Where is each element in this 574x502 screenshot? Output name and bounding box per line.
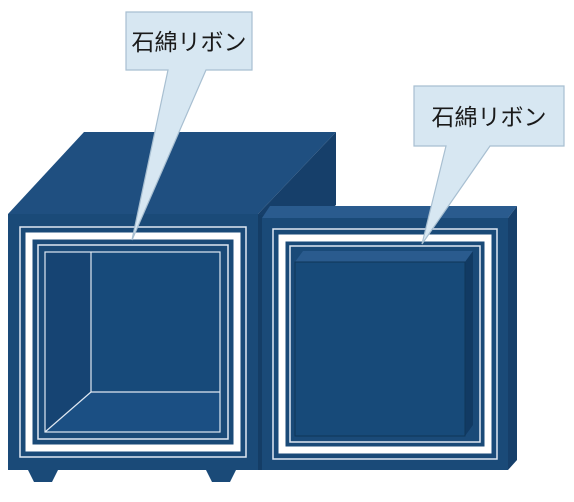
right-safe-door-top (295, 251, 473, 262)
left-safe-front-outline (19, 226, 247, 458)
right-safe-door-outline (294, 261, 466, 437)
right-safe-door-side (465, 251, 473, 436)
left-safe-interior-back (91, 252, 220, 392)
left-safe (8, 132, 336, 482)
left-callout-bubble (125, 11, 253, 241)
left-safe-foot-left (28, 470, 58, 482)
right-safe-side-face (508, 206, 517, 470)
left-safe-foot-right (206, 470, 236, 482)
right-safe-door-front (295, 262, 465, 436)
left-safe-interior-left-wall (45, 252, 91, 432)
right-callout: 石綿リボン (413, 85, 565, 245)
left-safe-interior-floor (45, 392, 220, 432)
right-safe (258, 206, 517, 470)
left-safe-inner-outline (37, 244, 229, 440)
left-safe-interior-opening (44, 251, 221, 433)
right-safe-inner-outline (289, 245, 481, 443)
left-callout: 石綿リボン (125, 11, 253, 241)
right-safe-top-bevel (262, 206, 517, 218)
right-callout-bubble (413, 85, 565, 245)
left-safe-top-face (8, 132, 336, 214)
right-safe-front-outline (272, 228, 498, 460)
right-callout-label: 石綿リボン (432, 105, 547, 131)
right-safe-hinge (258, 215, 264, 470)
left-callout-label: 石綿リボン (132, 30, 247, 56)
right-safe-asbestos-ribbon (278, 234, 492, 454)
left-safe-interior-diagonal-edge (44, 391, 92, 433)
